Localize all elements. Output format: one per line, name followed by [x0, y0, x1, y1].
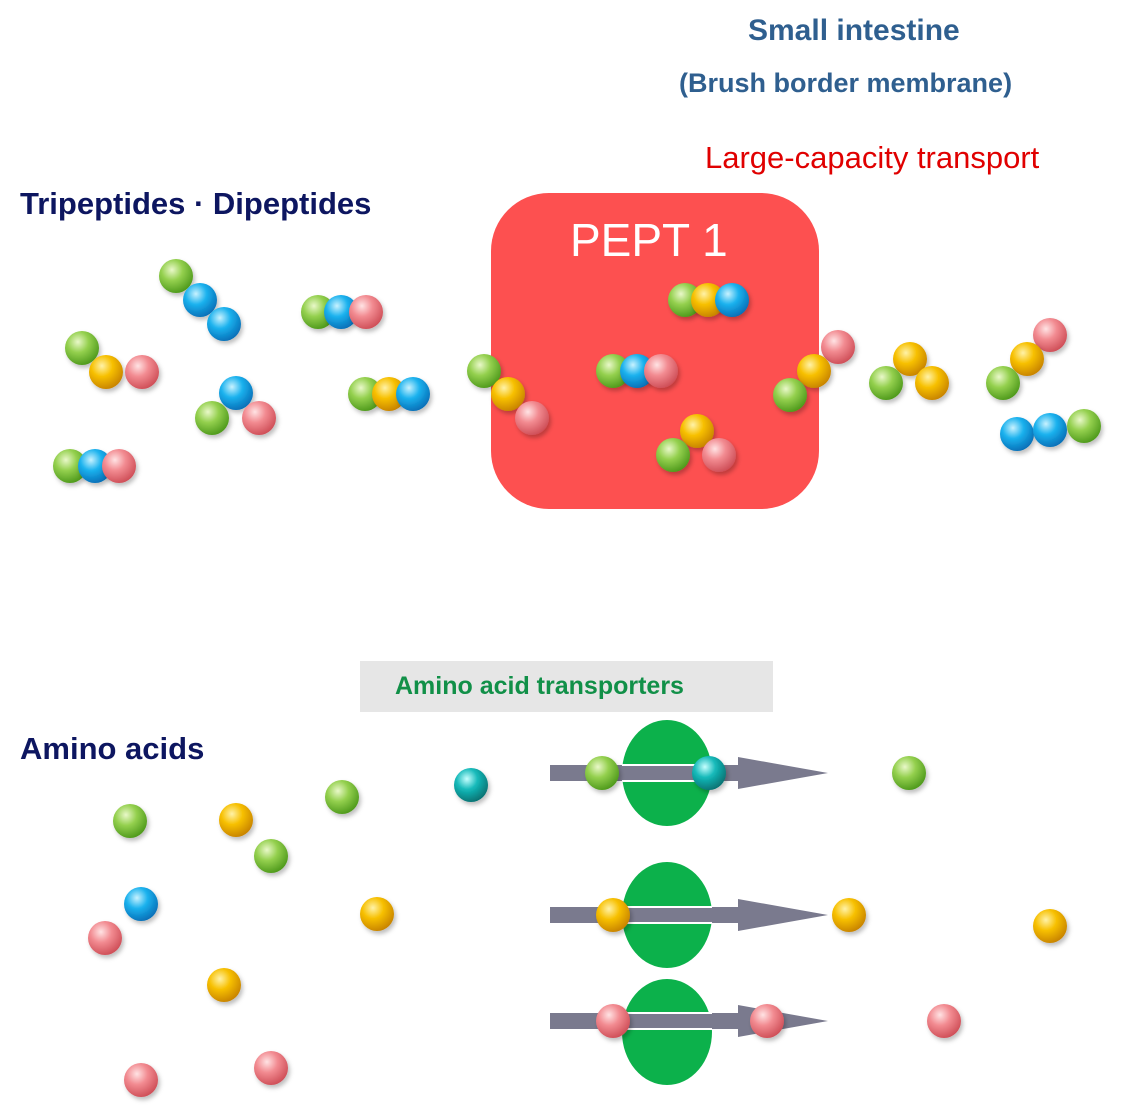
- yellow-molecule-bead-icon: [372, 377, 406, 411]
- green-molecule-bead-icon: [892, 756, 926, 790]
- blue-molecule-bead-icon: [207, 307, 241, 341]
- yellow-molecule-bead-icon: [207, 968, 241, 1002]
- green-molecule-bead-icon: [348, 377, 382, 411]
- pink-molecule-bead-icon: [254, 1051, 288, 1085]
- green-molecule-bead-icon: [869, 366, 903, 400]
- pink-molecule-bead-icon: [349, 295, 383, 329]
- blue-molecule-bead-icon: [183, 283, 217, 317]
- blue-molecule-bead-icon: [1033, 413, 1067, 447]
- pink-molecule-bead-icon: [821, 330, 855, 364]
- pink-molecule-bead-icon: [124, 1063, 158, 1097]
- blue-molecule-bead-icon: [396, 377, 430, 411]
- green-molecule-bead-icon: [53, 449, 87, 483]
- pink-molecule-bead-icon: [750, 1004, 784, 1038]
- yellow-molecule-bead-icon: [832, 898, 866, 932]
- green-molecule-bead-icon: [65, 331, 99, 365]
- yellow-molecule-bead-icon: [893, 342, 927, 376]
- green-molecule-bead-icon: [254, 839, 288, 873]
- blue-molecule-bead-icon: [1000, 417, 1034, 451]
- yellow-molecule-bead-icon: [797, 354, 831, 388]
- pink-molecule-bead-icon: [927, 1004, 961, 1038]
- yellow-molecule-bead-icon: [360, 897, 394, 931]
- pept1-label: PEPT 1: [570, 214, 728, 266]
- amino-acid-transporters-label: Amino acid transporters: [395, 672, 684, 700]
- green-molecule-bead-icon: [467, 354, 501, 388]
- green-molecule-bead-icon: [1067, 409, 1101, 443]
- diagram-subtitle: (Brush border membrane): [679, 68, 1013, 98]
- yellow-molecule-bead-icon: [1033, 909, 1067, 943]
- pink-molecule-bead-icon: [596, 1004, 630, 1038]
- peptides-heading: Tripeptides · Dipeptides: [20, 186, 372, 221]
- pink-molecule-bead-icon: [702, 438, 736, 472]
- teal-molecule-bead-icon: [692, 756, 726, 790]
- blue-molecule-bead-icon: [219, 376, 253, 410]
- transporter-oval-icon: [622, 979, 712, 1085]
- blue-molecule-bead-icon: [715, 283, 749, 317]
- amino-acids-heading: Amino acids: [20, 731, 205, 766]
- green-molecule-bead-icon: [113, 804, 147, 838]
- blue-molecule-bead-icon: [620, 354, 654, 388]
- blue-molecule-bead-icon: [124, 887, 158, 921]
- yellow-molecule-bead-icon: [219, 803, 253, 837]
- green-molecule-bead-icon: [986, 366, 1020, 400]
- blue-molecule-bead-icon: [78, 449, 112, 483]
- green-molecule-bead-icon: [195, 401, 229, 435]
- green-molecule-bead-icon: [773, 378, 807, 412]
- yellow-molecule-bead-icon: [1010, 342, 1044, 376]
- pink-molecule-bead-icon: [242, 401, 276, 435]
- pink-molecule-bead-icon: [125, 355, 159, 389]
- diagram-title: Small intestine: [748, 14, 960, 47]
- pink-molecule-bead-icon: [515, 401, 549, 435]
- yellow-molecule-bead-icon: [680, 414, 714, 448]
- blue-molecule-bead-icon: [324, 295, 358, 329]
- pink-molecule-bead-icon: [644, 354, 678, 388]
- pept1-transporter-box: [491, 193, 819, 509]
- green-molecule-bead-icon: [159, 259, 193, 293]
- capacity-note: Large-capacity transport: [705, 140, 1040, 175]
- teal-molecule-bead-icon: [454, 768, 488, 802]
- transport-arrow-icon: [550, 907, 738, 923]
- yellow-molecule-bead-icon: [596, 898, 630, 932]
- transport-arrow-head-icon: [738, 899, 828, 931]
- yellow-molecule-bead-icon: [915, 366, 949, 400]
- yellow-molecule-bead-icon: [691, 283, 725, 317]
- amino-acid-transporters-banner: [360, 661, 773, 712]
- yellow-molecule-bead-icon: [491, 377, 525, 411]
- pink-molecule-bead-icon: [1033, 318, 1067, 352]
- yellow-molecule-bead-icon: [89, 355, 123, 389]
- transport-arrow-icon: [550, 1013, 738, 1029]
- green-molecule-bead-icon: [585, 756, 619, 790]
- pink-molecule-bead-icon: [88, 921, 122, 955]
- green-molecule-bead-icon: [596, 354, 630, 388]
- green-molecule-bead-icon: [656, 438, 690, 472]
- green-molecule-bead-icon: [325, 780, 359, 814]
- transport-arrow-head-icon: [738, 757, 828, 789]
- pink-molecule-bead-icon: [102, 449, 136, 483]
